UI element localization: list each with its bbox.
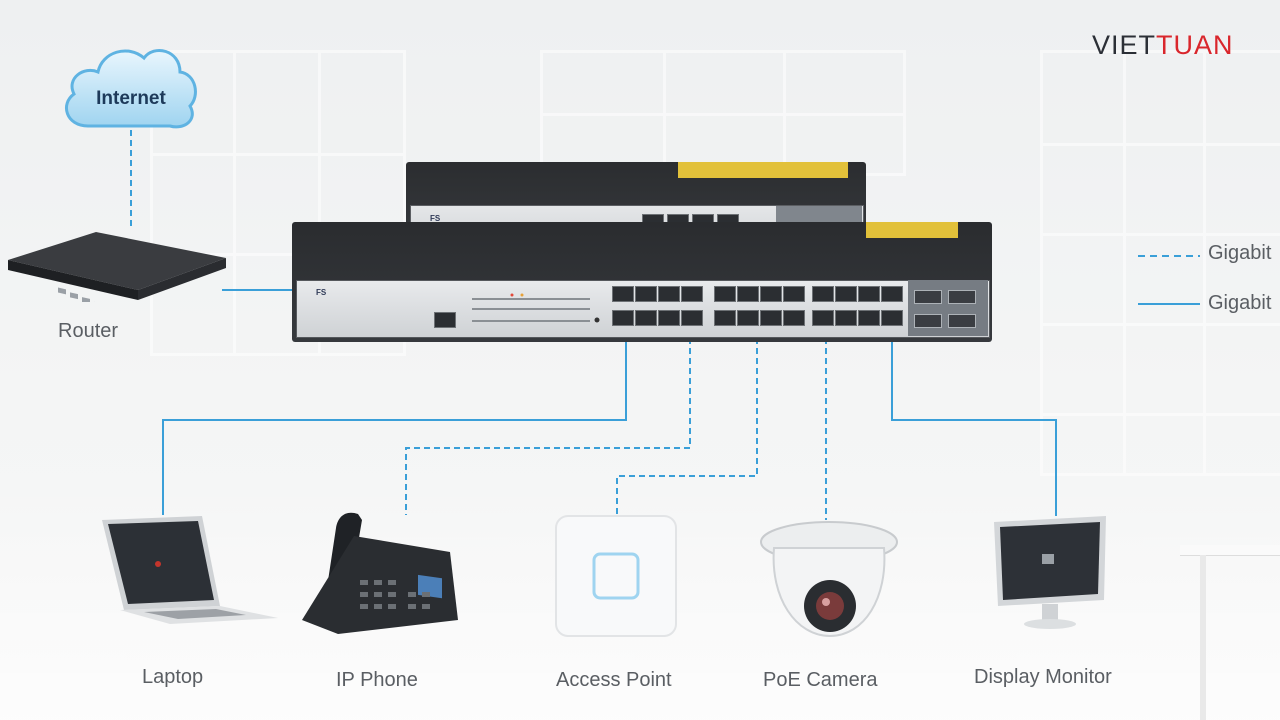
background-table (1180, 545, 1280, 720)
background-window-right (1040, 50, 1280, 476)
brand-logo-part2: TUAN (1156, 30, 1234, 60)
router-icon (8, 232, 226, 302)
switch-small-brand: FS (430, 214, 441, 223)
background-window-left (150, 50, 406, 356)
poe-camera-icon (760, 521, 898, 638)
poe-camera-label: PoE Camera (763, 669, 878, 691)
legend-label-solid: Gigabit (1208, 292, 1272, 314)
access-point-label: Access Point (556, 669, 672, 691)
link-switch-access-point (616, 338, 758, 515)
switch-main-console-port (434, 312, 456, 328)
internet-cloud-icon (64, 49, 197, 129)
switch-main-brand: FS (316, 288, 327, 297)
display-monitor-icon (994, 516, 1106, 629)
laptop-icon (102, 516, 278, 624)
link-switch-ip-phone (405, 338, 691, 515)
switch-main-label-sticker (866, 222, 958, 238)
switch-small-label-sticker (678, 162, 848, 178)
internet-label: Internet (96, 88, 166, 109)
display-monitor-label: Display Monitor (974, 666, 1112, 688)
router-label: Router (58, 320, 119, 342)
switch-main-sfp-ports (914, 288, 984, 332)
legend-label-dashed: Gigabit (1208, 242, 1272, 264)
link-switch-display-monitor (891, 338, 1057, 516)
access-point-icon (555, 515, 677, 637)
ip-phone-label: IP Phone (336, 669, 418, 691)
link-switch-laptop (162, 338, 627, 515)
ip-phone-icon (302, 512, 458, 634)
brand-logo-part1: VIET (1092, 30, 1157, 60)
laptop-label: Laptop (142, 666, 204, 688)
brand-logo: VIETTUAN (1092, 30, 1234, 61)
switch-main-status-leds (472, 293, 600, 323)
switch-main-ports (612, 286, 912, 332)
